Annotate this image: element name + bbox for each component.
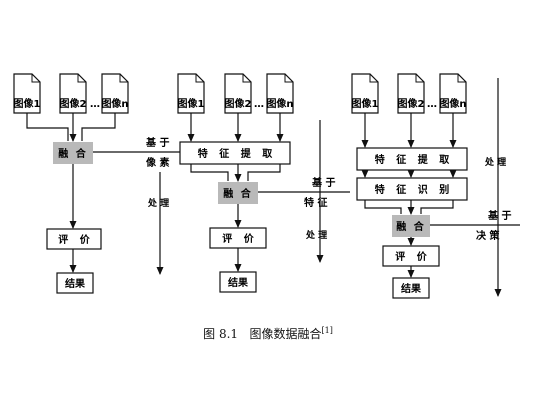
panel-feature-level: 图像1 图像2 … 图像n 特 征 提 取 融 合 基 于 特 征 处 理 xyxy=(177,73,350,293)
image-doc-n-label: 图像n xyxy=(101,97,128,110)
result-label: 结果 xyxy=(65,277,86,290)
result-box xyxy=(219,271,257,293)
fusion-label: 融 合 xyxy=(223,187,252,200)
result-box xyxy=(392,277,430,299)
image-doc-1-label: 图像1 xyxy=(352,97,379,110)
image-doc-n: 图像n xyxy=(266,73,294,114)
process-label: 处 理 xyxy=(147,197,169,209)
flow-line xyxy=(81,113,116,141)
evaluate-label: 评 价 xyxy=(395,250,430,263)
level-label-line2: 决 策 xyxy=(476,229,500,242)
image-doc-n-label: 图像n xyxy=(439,97,466,110)
result-label: 结果 xyxy=(401,282,422,295)
figure-number: 图 8.1 xyxy=(203,327,239,341)
fusion-node xyxy=(53,142,93,164)
process-label: 处 理 xyxy=(484,156,506,168)
fusion-node xyxy=(392,215,430,237)
process-label: 处 理 xyxy=(305,229,327,241)
image-doc-n: 图像n xyxy=(439,73,467,114)
image-doc-1: 图像1 xyxy=(177,73,205,114)
ellipsis: … xyxy=(254,99,264,110)
image-doc-2-label: 图像2 xyxy=(60,97,87,110)
feature-identification-label: 特 征 识 别 xyxy=(375,183,453,196)
feature-identification-box xyxy=(356,177,468,201)
panel-decision-level: 图像1 图像2 … 图像n 特 征 提 取 特 征 识 别 融 合 xyxy=(351,73,520,299)
image-doc-n-label: 图像n xyxy=(266,97,293,110)
image-doc-2-label: 图像2 xyxy=(398,97,425,110)
flow-line xyxy=(420,200,454,214)
figure-reference: [1] xyxy=(321,326,333,335)
flow-line xyxy=(364,200,402,214)
fusion-label: 融 合 xyxy=(58,147,87,160)
level-label-line2: 像 素 xyxy=(145,156,169,169)
evaluate-box xyxy=(46,228,102,250)
flow-line xyxy=(190,164,229,181)
figure-title: 图像数据融合 xyxy=(249,327,322,341)
image-doc-1: 图像1 xyxy=(351,73,379,114)
image-doc-1: 图像1 xyxy=(13,73,41,114)
level-label-line1: 基 于 xyxy=(311,176,335,189)
level-label-line2: 特 征 xyxy=(304,196,327,209)
image-doc-2-label: 图像2 xyxy=(225,97,252,110)
image-doc-2: 图像2 xyxy=(224,73,252,114)
panel-pixel-level: 图像1 图像2 … 图像n 融 合 基 于 像 素 处 理 评 价 xyxy=(13,73,182,294)
ellipsis: … xyxy=(90,99,100,110)
image-doc-2: 图像2 xyxy=(397,73,425,114)
result-box xyxy=(56,272,94,294)
image-doc-2: 图像2 xyxy=(59,73,87,114)
image-doc-1-label: 图像1 xyxy=(178,97,205,110)
image-doc-n: 图像n xyxy=(101,73,129,114)
flow-line xyxy=(247,164,281,181)
result-label: 结果 xyxy=(228,276,249,289)
ellipsis: … xyxy=(427,99,437,110)
fusion-node xyxy=(218,182,258,204)
evaluate-label: 评 价 xyxy=(222,232,257,245)
image-doc-1-label: 图像1 xyxy=(14,97,41,110)
fusion-label: 融 合 xyxy=(396,220,425,233)
flow-line xyxy=(26,113,69,141)
figure-caption: 图 8.1 图像数据融合[1] xyxy=(0,325,536,342)
level-label-line1: 基 于 xyxy=(145,136,169,149)
feature-extraction-label: 特 征 提 取 xyxy=(375,153,453,166)
feature-extraction-box xyxy=(179,141,291,165)
feature-extraction-label: 特 征 提 取 xyxy=(198,147,276,160)
level-label-line1: 基 于 xyxy=(487,209,511,222)
evaluate-label: 评 价 xyxy=(58,233,93,246)
